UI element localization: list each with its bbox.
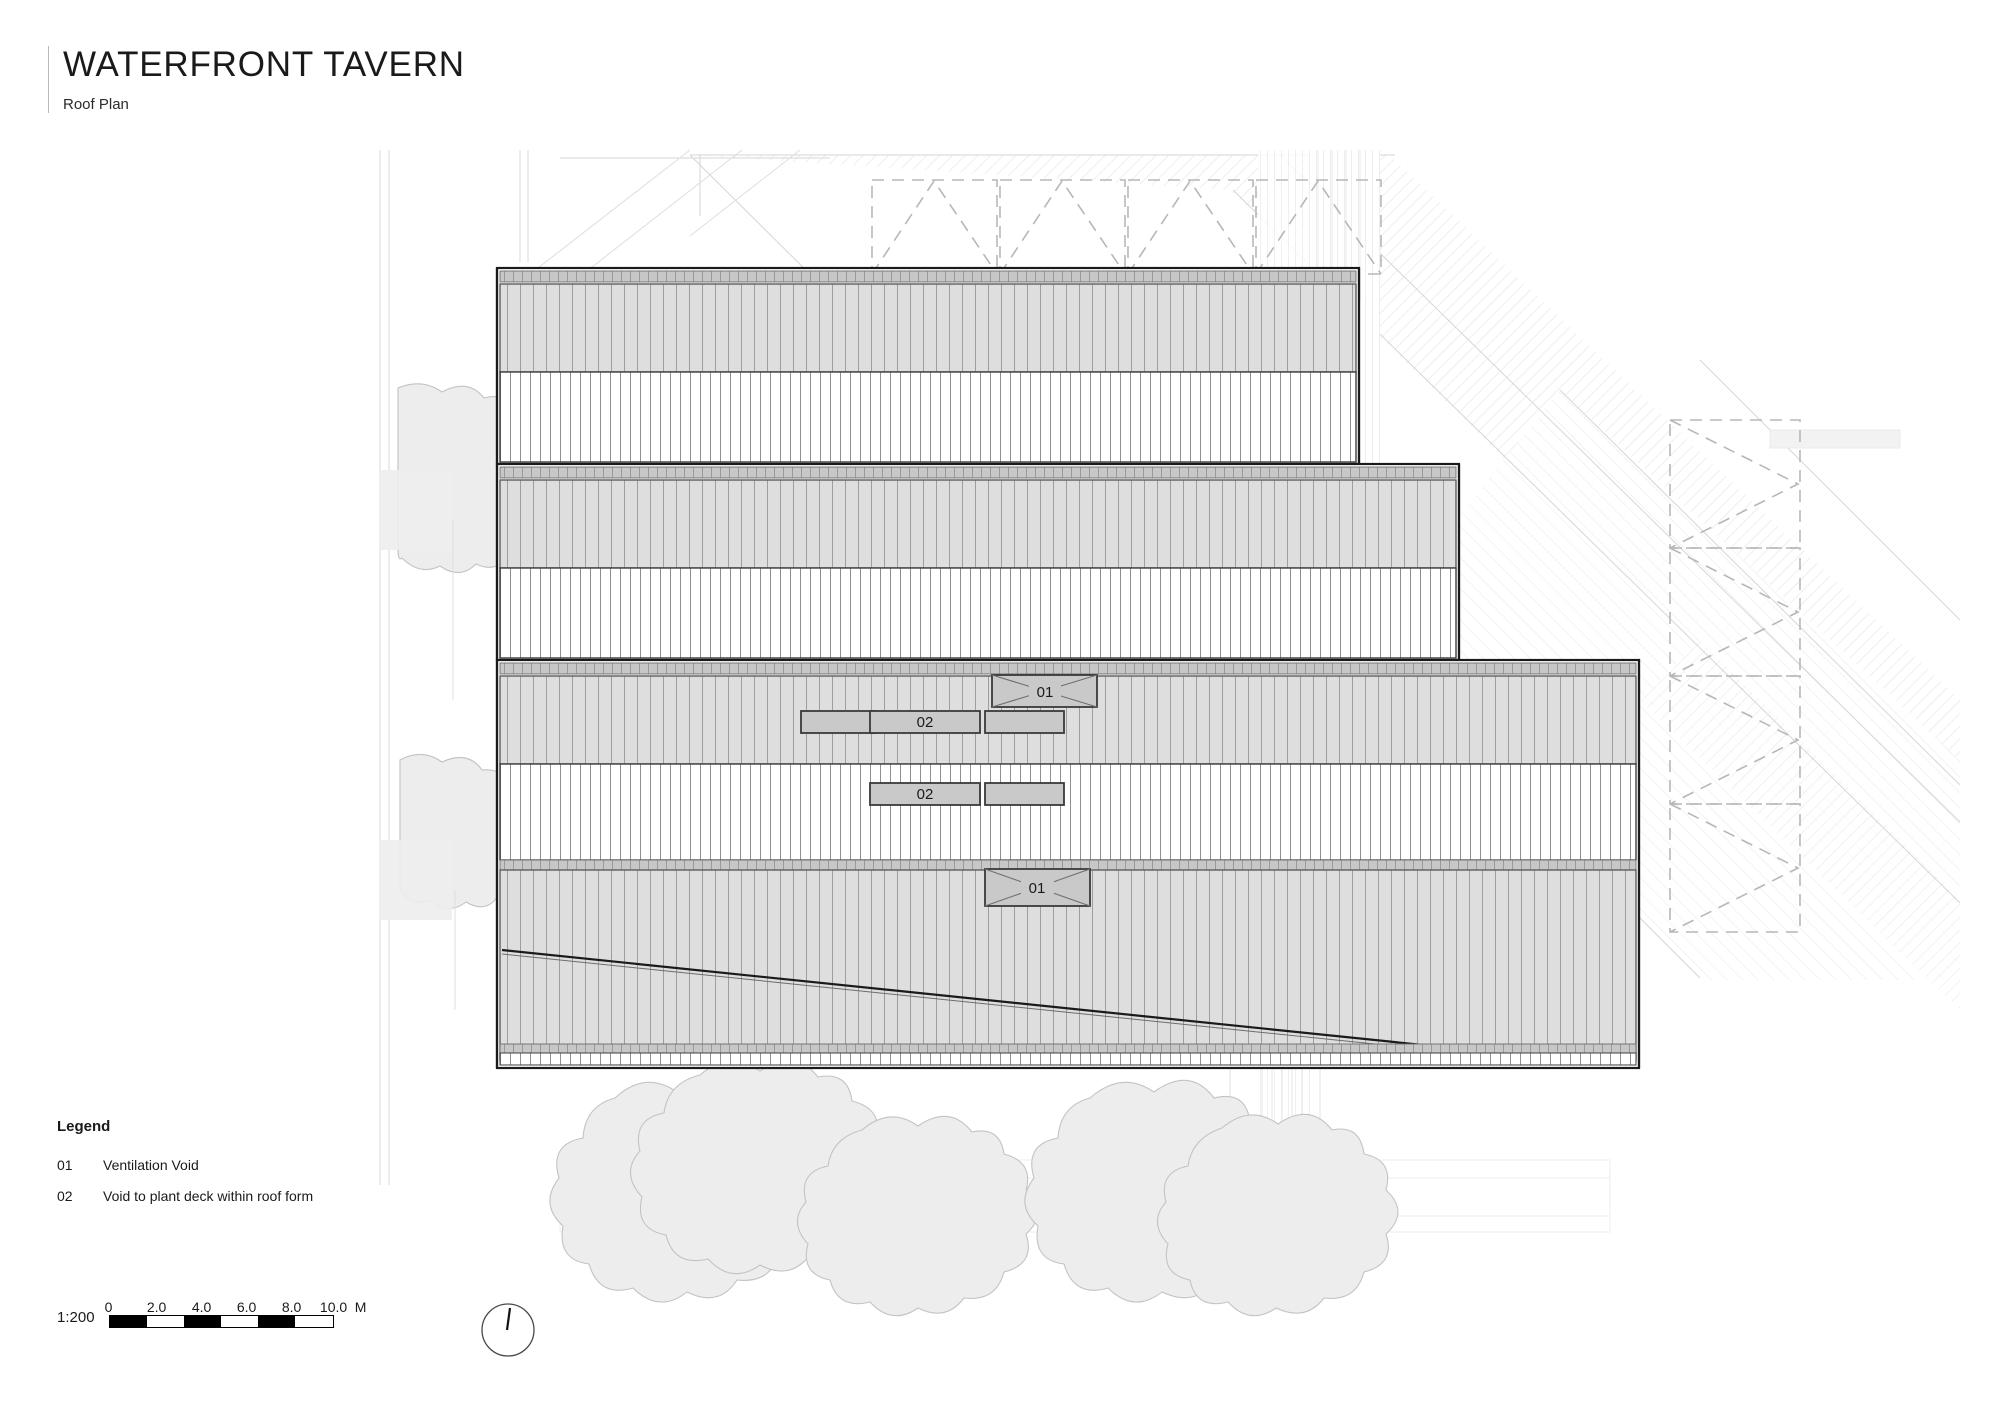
page-subtitle: Roof Plan [63,95,129,113]
awning-context-east [1669,419,1801,933]
annotation-01-lower[interactable]: 01 [984,868,1091,907]
site-context [379,149,1961,1317]
annotation-01-upper[interactable]: 01 [991,674,1098,708]
scale-segments [108,1315,334,1328]
scale-tick-1: 2.0 [146,1299,167,1315]
scale-segment-3 [183,1316,222,1327]
legend-item-02: 02 Void to plant deck within roof form [57,1188,477,1204]
scale-tick-labels: 0 2.0 4.0 6.0 8.0 10.0 M [105,1295,367,1315]
scale-segment-4 [221,1316,259,1327]
scale-tick-5: 10.0 [319,1299,348,1315]
legend-item-02-label: Void to plant deck within roof form [103,1188,314,1204]
plan-annotations: 01 02 02 01 [800,674,1098,907]
annotation-02-lower[interactable]: 02 [869,782,981,806]
scale-tick-3: 6.0 [236,1299,257,1315]
north-arrow [481,1303,535,1357]
scale-segment-6 [295,1316,333,1327]
scale-tick-0: 0 [104,1299,113,1315]
annotation-02-lower-label: 02 [917,786,934,803]
scale-segment-5 [258,1316,296,1327]
north-arrow-needle [505,1307,512,1331]
scale-tick-4: 8.0 [281,1299,302,1315]
legend: Legend 01 Ventilation Void 02 Void to pl… [57,1118,477,1219]
legend-item-01-code: 01 [57,1157,73,1173]
scale-tick-2: 4.0 [191,1299,212,1315]
scale-tick-unit: M [354,1299,367,1315]
legend-item-02-code: 02 [57,1188,73,1204]
annotation-blank-lower-right[interactable] [984,782,1065,806]
scale-ratio-label: 1:200 [57,1309,95,1326]
page-title: WATERFRONT TAVERN [63,45,465,84]
scale-bar: 1:200 0 2.0 4.0 6.0 8.0 10.0 M [57,1295,367,1328]
north-arrow-circle [481,1303,535,1357]
title-block: WATERFRONT TAVERN Roof Plan [48,46,465,113]
awning-context-north [871,179,1382,275]
annotation-blank-upper-left[interactable] [800,710,877,734]
annotation-02-upper[interactable]: 02 [869,710,981,734]
legend-item-01-label: Ventilation Void [103,1157,199,1173]
tree-canopy-group [397,383,1399,1317]
roof-building [495,266,1641,1070]
legend-title: Legend [57,1118,111,1135]
roof-block-c [495,658,1641,1070]
scale-segment-2 [146,1316,184,1327]
legend-item-01: 01 Ventilation Void [57,1157,477,1173]
roof-block-a [495,266,1361,466]
scale-segment-1 [109,1316,147,1327]
roof-block-b [495,462,1461,662]
annotation-blank-upper-right[interactable] [984,710,1065,734]
annotation-01-upper-label: 01 [1037,684,1054,701]
annotation-02-upper-label: 02 [917,714,934,731]
annotation-01-lower-label: 01 [1029,880,1046,897]
